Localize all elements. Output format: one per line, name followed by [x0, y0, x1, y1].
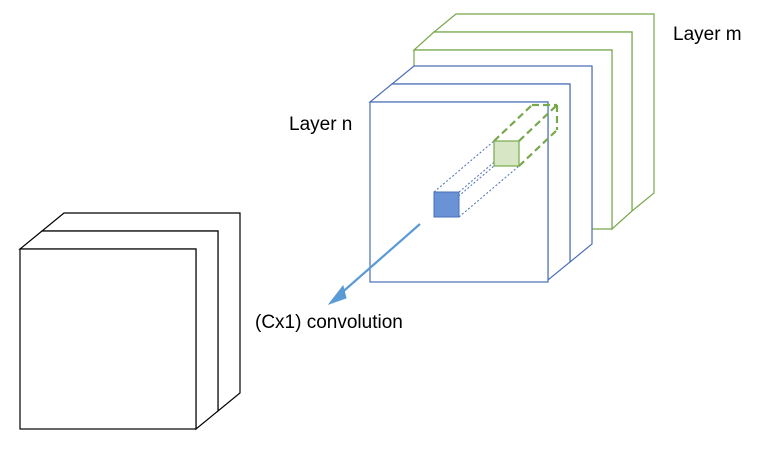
layer-m-label: Layer m	[673, 24, 742, 45]
green-target-square	[493, 140, 520, 167]
projection-green-box	[493, 103, 559, 167]
projection-prism	[433, 103, 559, 218]
output-stack	[18, 212, 241, 431]
convolution-label: (Cx1) convolution	[255, 312, 403, 333]
layer-n-label: Layer n	[289, 114, 353, 135]
arrow-head	[327, 284, 347, 306]
output-sheet-front	[19, 248, 197, 430]
blue-source-square	[433, 191, 460, 218]
layer-n-stack	[368, 65, 593, 283]
arrow-shaft	[337, 223, 421, 297]
convolution-arrow	[327, 223, 421, 306]
